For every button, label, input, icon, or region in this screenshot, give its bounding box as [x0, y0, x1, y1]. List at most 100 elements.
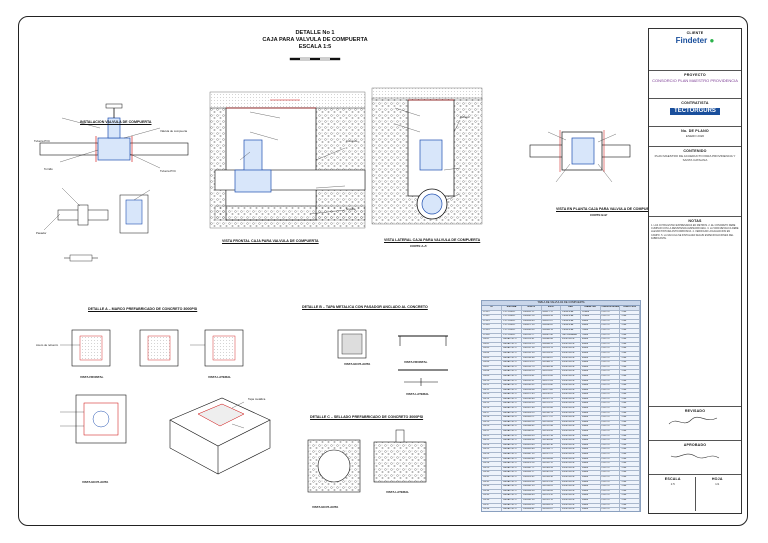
- label-front-view: VISTA FRONTAL CAJA PARA VALVULA DE COMPU…: [222, 239, 319, 243]
- table-cell: 1.0m: [619, 507, 640, 511]
- scale-bar: [289, 57, 341, 61]
- title-line-2: CAJA PARA VALVULA DE COMPUERTA: [262, 37, 368, 43]
- table-cell: REDAPOLLO: [501, 438, 522, 444]
- tb-sheet: HOJA 1/1: [711, 477, 723, 486]
- table-cell: PN 12.5: [600, 356, 621, 362]
- table-cell: REDAPOLLO: [501, 420, 522, 426]
- table-cell: 851015.74: [541, 346, 562, 352]
- table-cell: 1965447.35: [521, 452, 542, 458]
- table-cell: PVC RDE21: [501, 310, 522, 316]
- table-cell: 1965258.98: [521, 388, 542, 394]
- table-cell: PN 12.5: [600, 365, 621, 371]
- valve-table-header-cell: SISTEMA: [501, 306, 522, 311]
- table-cell: EXISTENTE: [560, 498, 581, 504]
- table-cell: REDAPOLLO: [501, 493, 522, 499]
- note-pasador: Pasador: [36, 231, 47, 235]
- table-cell: 1965178.25: [521, 360, 542, 366]
- table-cell: 1.0m: [619, 333, 640, 339]
- table-cell: REDAPOLLO: [501, 337, 522, 343]
- table-cell: PN 12.5: [600, 498, 621, 504]
- table-cell: 851452.12: [541, 461, 562, 467]
- table-cell: 851521.94: [541, 480, 562, 486]
- label-detail-c: DETALLE C – SELLADO PREFABRICADO DE CONC…: [310, 415, 424, 419]
- title-block: CLIENTE Findeter ● PROYECTO CONSORCIO PL…: [648, 28, 742, 514]
- label-plan-view: VISTA EN PLANTA CAJA PARA VALVULA DE COM…: [556, 207, 656, 211]
- table-cell: PN 12.5: [600, 337, 621, 343]
- tb-project: PROYECTO CONSORCIO PLAN MAESTRO PROVIDEN…: [649, 71, 741, 99]
- table-cell: 1965218.61: [521, 374, 542, 380]
- table-cell: EXISTENTE: [560, 470, 581, 476]
- valve-table-header-cell: DIAMETRO: [580, 306, 601, 311]
- label-b-side: VISTA LATERAL: [406, 392, 430, 396]
- table-cell: 1.0m: [619, 466, 640, 472]
- table-cell: VR-06: [482, 360, 503, 366]
- table-cell: 1.0m: [619, 475, 640, 481]
- tb-notes: NOTAS 1. LAS COTAS ESTAN EXPRESADAS EN M…: [649, 217, 741, 407]
- label-side-view: VISTA LATERAL CAJA PARA VALVULA DE COMPU…: [384, 238, 481, 242]
- table-cell: REDAPOLLO: [501, 489, 522, 495]
- table-cell: 1.0m: [619, 429, 640, 435]
- table-cell: 1965595.35: [521, 503, 542, 509]
- table-cell: 1.0m: [619, 489, 640, 495]
- table-cell: 851225.22: [541, 401, 562, 408]
- table-cell: EXISTENTE: [560, 346, 581, 352]
- table-cell: 850998.31: [541, 342, 562, 348]
- table-cell: PN 12.5: [600, 438, 621, 444]
- valve-table-header-cell: ID: [482, 306, 503, 311]
- tb-contractor: CONTRATISTA TECTORGURS: [649, 99, 741, 127]
- table-cell: PN 12.5: [600, 397, 621, 403]
- table-cell: 851050.67: [541, 356, 562, 362]
- table-cell: EXISTENTE: [560, 374, 581, 380]
- table-cell: 1.0m: [619, 411, 640, 417]
- tb-approved: APROBADO: [649, 441, 741, 475]
- table-cell: 1.0m: [619, 457, 640, 463]
- table-cell: REDAPOLLO: [501, 411, 522, 417]
- table-cell: EXISTENTE: [560, 342, 581, 348]
- table-cell: REDAPOLLO: [501, 406, 522, 412]
- table-cell: 1.0m: [619, 342, 640, 348]
- table-cell: VR-22: [482, 434, 503, 440]
- table-cell: EXISTENTE: [560, 438, 581, 444]
- table-cell: 90mm: [580, 319, 601, 325]
- table-cell: 1.0m: [619, 461, 640, 467]
- table-cell: 851364.86: [541, 438, 562, 444]
- table-cell: 50mm: [580, 434, 601, 440]
- table-cell: PN 12.5: [600, 310, 621, 316]
- table-cell: PRINCIPAL: [560, 323, 581, 329]
- table-cell: PN 12.5: [600, 346, 621, 352]
- table-cell: REDAPOLLO: [501, 369, 522, 375]
- table-cell: EXISTENTE: [560, 415, 581, 421]
- table-cell: 50mm: [580, 374, 601, 380]
- table-cell: EXISTENTE: [560, 457, 581, 463]
- table-cell: VCN-5: [482, 328, 503, 334]
- table-cell: EXISTENTE: [560, 466, 581, 472]
- table-cell: 110mm: [580, 314, 601, 320]
- table-cell: PN 12.5: [600, 406, 621, 412]
- table-cell: 50mm: [580, 447, 601, 453]
- tb-reviewed: REVISADO: [649, 407, 741, 441]
- table-cell: 1.0m: [619, 319, 640, 325]
- table-cell: 75mm: [580, 328, 601, 334]
- table-cell: 851085.58: [541, 365, 562, 371]
- table-cell: 1.0m: [619, 328, 640, 334]
- label-a-plan: VISTA EN PLANTA: [82, 480, 109, 484]
- table-cell: 50mm: [580, 388, 601, 394]
- table-cell: VR-18: [482, 415, 503, 421]
- contractor-logo: TECTORGURS: [670, 108, 720, 115]
- detail-a-drawing: [60, 329, 271, 475]
- table-cell: 1.0m: [619, 424, 640, 430]
